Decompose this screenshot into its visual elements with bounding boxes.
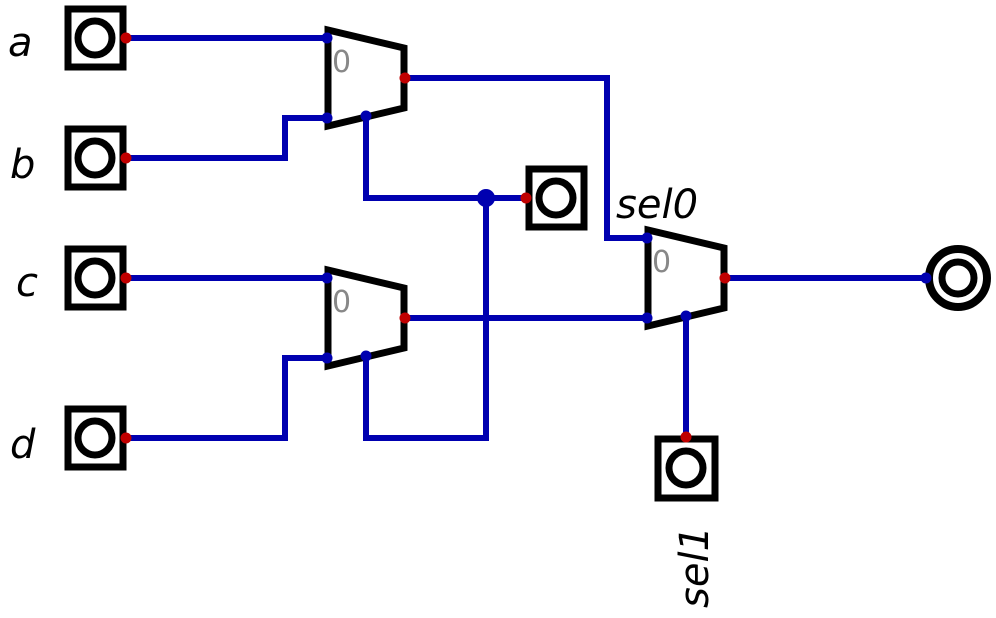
wire-mux1-to-mux3 (406, 75, 648, 241)
input-sel1-label: sel1 (672, 526, 718, 608)
mux1-input0-pin (321, 32, 333, 44)
input-sel1[interactable]: sel1 (654, 431, 719, 609)
input-b[interactable]: b (10, 125, 132, 191)
input-sel0[interactable]: sel0 (520, 165, 699, 231)
input-sel0-toggle-icon[interactable] (535, 177, 577, 219)
mux3-input1-pin (641, 312, 653, 324)
input-c-toggle-icon[interactable] (74, 257, 116, 299)
input-b-toggle-icon[interactable] (74, 137, 116, 179)
output-outer-ring-icon (925, 245, 991, 311)
input-c-pin (120, 272, 132, 284)
input-sel1-toggle-icon[interactable] (665, 447, 707, 489)
mux1-select-pin (360, 110, 372, 122)
mux2-input1-pin (321, 352, 333, 364)
input-d-pin (120, 432, 132, 444)
input-d-label: d (10, 422, 36, 468)
mux2-body[interactable] (324, 265, 408, 371)
input-sel1-pin (680, 431, 692, 443)
input-a[interactable]: a (8, 5, 132, 71)
input-a-label: a (8, 20, 33, 66)
wire-sel0-mux2 (363, 198, 489, 441)
output-pin (920, 272, 932, 284)
mux3-select-pin (680, 310, 692, 322)
input-d[interactable]: d (10, 405, 132, 471)
output-inner-ring-icon (938, 258, 978, 298)
mux2[interactable]: 0 (321, 265, 411, 371)
mux1-select-label: 0 (332, 45, 351, 80)
input-d-toggle-icon[interactable] (74, 417, 116, 459)
mux1-body[interactable] (324, 25, 408, 131)
wires (126, 35, 926, 441)
mux1[interactable]: 0 (321, 25, 411, 131)
input-sel0-pin (520, 192, 532, 204)
mux3-output-pin (719, 272, 731, 284)
mux1-output-pin (399, 72, 411, 84)
input-c[interactable]: c (16, 245, 132, 311)
wire-junction (477, 189, 495, 207)
input-b-pin (120, 152, 132, 164)
wire-b-to-mux1 (126, 115, 327, 161)
input-a-pin (120, 32, 132, 44)
mux3-body[interactable] (644, 225, 728, 331)
mux3[interactable]: 0 (641, 225, 731, 331)
input-a-toggle-icon[interactable] (74, 17, 116, 59)
wire-sel0-mux1 (363, 116, 526, 201)
mux3-input0-pin (641, 232, 653, 244)
input-b-label: b (10, 142, 35, 188)
input-sel0-label: sel0 (616, 182, 698, 228)
mux2-input0-pin (321, 272, 333, 284)
output-out (920, 245, 991, 311)
input-c-label: c (16, 260, 38, 306)
mux2-select-label: 0 (332, 285, 351, 320)
wire-d-to-mux2 (126, 355, 327, 441)
mux1-input1-pin (321, 112, 333, 124)
mux3-select-label: 0 (652, 245, 671, 280)
mux2-output-pin (399, 312, 411, 324)
mux2-select-pin (360, 350, 372, 362)
